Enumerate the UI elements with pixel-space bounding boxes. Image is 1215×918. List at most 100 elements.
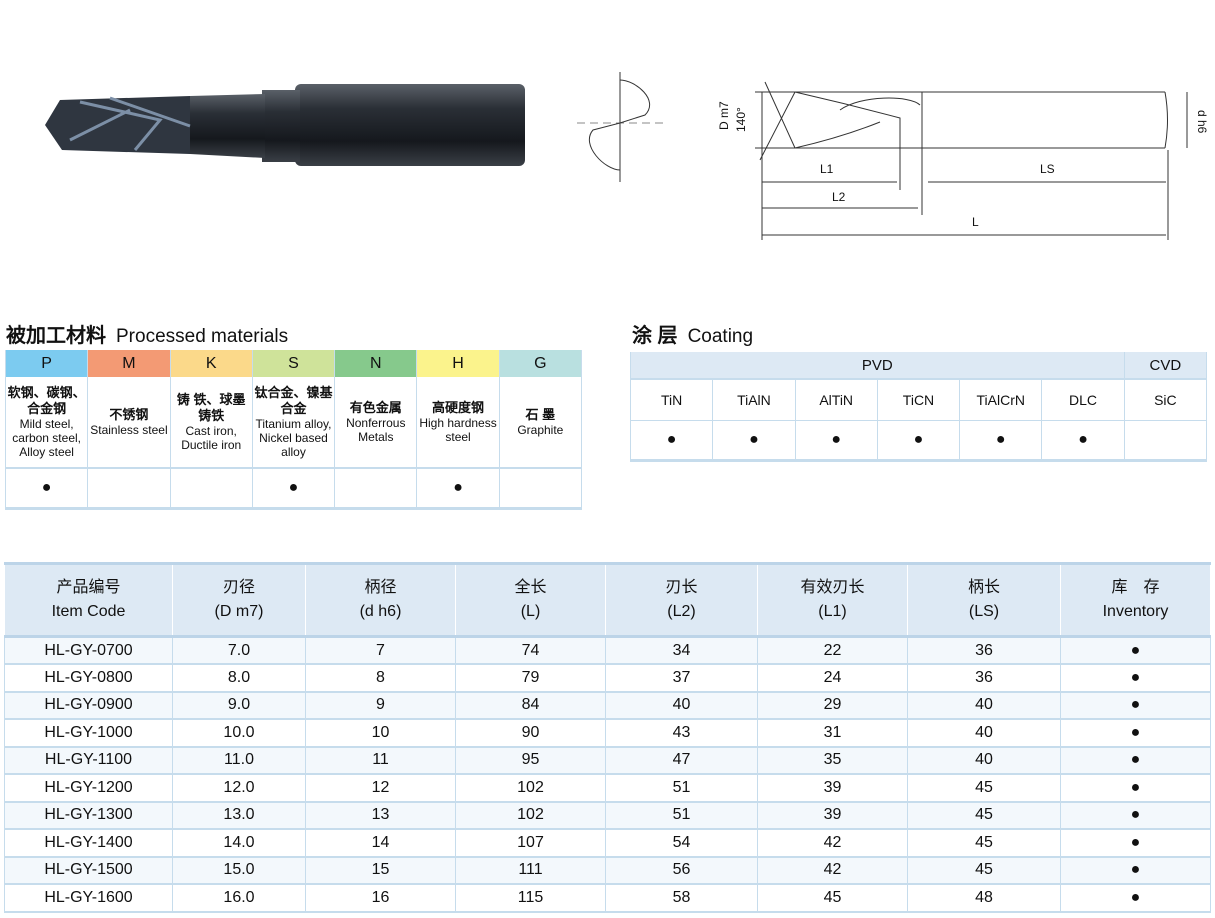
column-header-zh: 全长 [514, 579, 547, 596]
material-suitability-mark: ● [251, 468, 336, 510]
material-code-K: K [169, 350, 253, 377]
item-code-cell: HL-GY-1500 [4, 856, 173, 885]
coating-mark: ● [876, 420, 961, 462]
column-header-en: (L2) [667, 603, 696, 620]
column-header: 有效刃长 (L1) [757, 563, 908, 638]
inventory-cell: ● [1060, 829, 1211, 858]
table-cell: 42 [757, 829, 908, 858]
column-header: 刃径 (D m7) [172, 563, 306, 638]
item-code-cell: HL-GY-0800 [4, 664, 173, 693]
table-cell: 22 [757, 636, 908, 665]
table-cell: 16.0 [172, 884, 306, 913]
material-name-zh: 铸 铁、球墨铸铁 [176, 392, 246, 423]
table-cell: 12.0 [172, 774, 306, 803]
coating-type: DLC [1041, 379, 1125, 421]
table-cell: 84 [455, 691, 606, 720]
table-cell: 47 [605, 746, 758, 775]
table-cell: 40 [907, 719, 1061, 748]
column-header-zh: 有效刃长 [800, 579, 865, 596]
material-name-en: Graphite [517, 423, 564, 437]
coating-mark: ● [959, 420, 1043, 462]
column-header: 柄径(d h6) [305, 563, 456, 638]
inventory-cell: ● [1060, 856, 1211, 885]
table-cell: 11 [305, 746, 456, 775]
table-cell: 115 [455, 884, 606, 913]
coating-mark [1123, 420, 1208, 462]
l1-label: L1 [820, 162, 834, 176]
table-cell: 45 [907, 801, 1061, 830]
material-name-en: Stainless steel [90, 423, 168, 437]
table-cell: 102 [455, 774, 606, 803]
table-cell: 40 [605, 691, 758, 720]
material-suitability-mark: ● [416, 468, 500, 510]
material-name-zh: 钛合金、镍基合金 [254, 385, 333, 416]
table-cell: 11.0 [172, 746, 306, 775]
column-header-en: (L) [520, 603, 541, 620]
column-header: 刃长 (L2) [605, 563, 758, 638]
table-cell: 7 [305, 636, 456, 665]
material-name-zh: 软钢、碳钢、合金钢 [7, 385, 86, 416]
table-cell: 14 [305, 829, 456, 858]
material-name-zh: 高硬度钢 [432, 400, 485, 415]
table-cell: 34 [605, 636, 758, 665]
material-name-en: Titanium alloy, Nickel based alloy [255, 417, 332, 459]
material-name-en: Cast iron, Ductile iron [181, 424, 242, 452]
dia-label: D m7 [717, 101, 731, 130]
inventory-cell: ● [1060, 719, 1211, 748]
table-cell: 56 [605, 856, 758, 885]
table-cell: 42 [757, 856, 908, 885]
column-header-en: (L1) [818, 603, 847, 620]
item-code-cell: HL-GY-1300 [4, 801, 173, 830]
material-name-en: High hardness steel [419, 416, 497, 444]
coating-title-en: Coating [687, 326, 754, 347]
table-cell: 51 [605, 801, 758, 830]
coating-mark: ● [629, 420, 714, 462]
column-header-zh: 刃径 [222, 579, 255, 596]
l-label: L [972, 215, 979, 229]
material-name-en: Mild steel, carbon steel, Alloy steel [12, 417, 81, 459]
table-cell: 9 [305, 691, 456, 720]
table-cell: 45 [907, 856, 1061, 885]
material-code-M: M [87, 350, 171, 377]
column-header-zh: 库 存 [1111, 579, 1160, 596]
coating-type: TiAlN [712, 379, 796, 421]
material-code-P: P [4, 350, 89, 377]
inventory-cell: ● [1060, 884, 1211, 913]
coating-type: AlTiN [794, 379, 878, 421]
table-cell: 7.0 [172, 636, 306, 665]
drill-end-view-diagram [577, 72, 665, 182]
table-cell: 79 [455, 664, 606, 693]
materials-mark-row: ●●● [4, 468, 583, 510]
material-code-H: H [416, 350, 500, 377]
table-cell: 45 [907, 774, 1061, 803]
material-name-zh: 石 墨 [525, 407, 556, 422]
item-code-cell: HL-GY-1000 [4, 719, 173, 748]
column-header-en: (D m7) [214, 603, 264, 620]
table-cell: 45 [757, 884, 908, 913]
table-cell: 48 [907, 884, 1061, 913]
table-cell: 14.0 [172, 829, 306, 858]
table-cell: 37 [605, 664, 758, 693]
table-cell: 111 [455, 856, 606, 885]
column-header-zh: 刃长 [665, 579, 698, 596]
material-name-zh: 有色金属 [349, 400, 402, 415]
column-header: 柄长(LS) [907, 563, 1061, 638]
material-suitability-mark [334, 468, 418, 510]
l2-label: L2 [832, 190, 846, 204]
table-cell: 31 [757, 719, 908, 748]
